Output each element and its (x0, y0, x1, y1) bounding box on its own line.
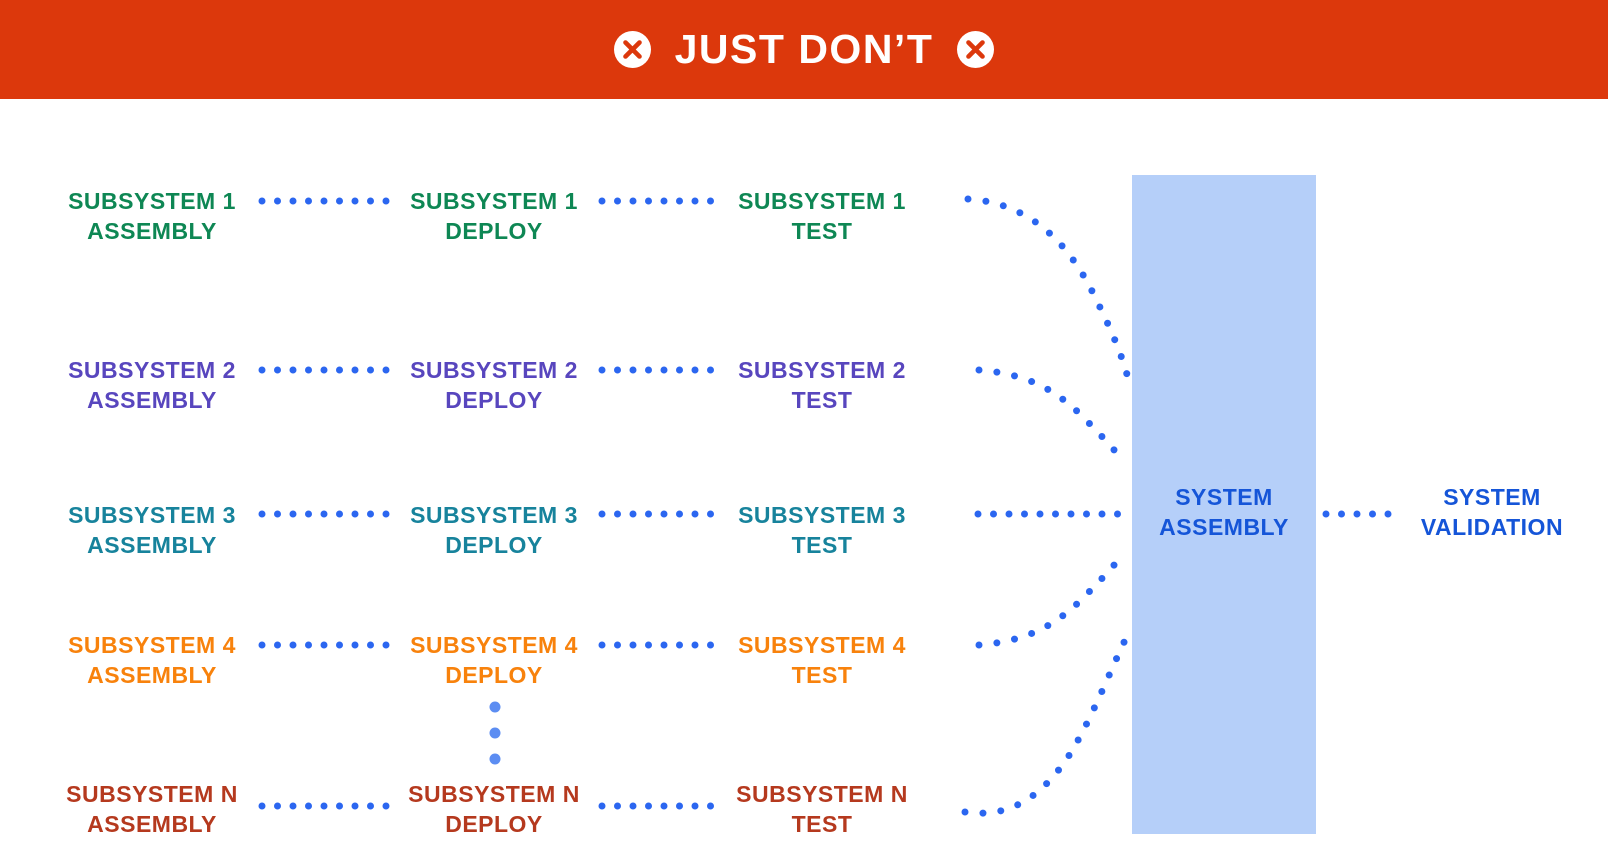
stage-row-name: SUBSYSTEM 1 (738, 188, 906, 214)
stage-row-name: SUBSYSTEM 4 (68, 632, 236, 658)
stage-subsystem2-test: SUBSYSTEM 2 TEST (672, 355, 972, 415)
stage-subsystem1-deploy: SUBSYSTEM 1 DEPLOY (344, 186, 644, 246)
stage-step-name: DEPLOY (445, 218, 543, 244)
stage-row-name: SUBSYSTEM 3 (68, 502, 236, 528)
stage-step-name: TEST (791, 811, 853, 837)
system-assembly-box (1132, 175, 1316, 834)
stage-row-name: SUBSYSTEM N (408, 781, 580, 807)
stage-subsystem2-assembly: SUBSYSTEM 2 ASSEMBLY (2, 355, 302, 415)
stage-subsystem2-deploy: SUBSYSTEM 2 DEPLOY (344, 355, 644, 415)
stage-subsystem4-deploy: SUBSYSTEM 4 DEPLOY (344, 630, 644, 690)
dotted-curve-rowN-to-assembly (961, 634, 1130, 817)
stage-row-name: SUBSYSTEM N (736, 781, 908, 807)
stage-step-name: DEPLOY (445, 532, 543, 558)
stage-subsystem3-test: SUBSYSTEM 3 TEST (672, 500, 972, 560)
stage-step-name: DEPLOY (445, 811, 543, 837)
stage-subsystem4-test: SUBSYSTEM 4 TEST (672, 630, 972, 690)
stage-row-name: SUBSYSTEM N (66, 781, 238, 807)
stage-step-name: TEST (791, 218, 853, 244)
stage-row-name: SUBSYSTEM 4 (410, 632, 578, 658)
stage-step-name: TEST (791, 532, 853, 558)
stage-step-name: DEPLOY (445, 662, 543, 688)
stage-row-name: SUBSYSTEM 3 (738, 502, 906, 528)
system-validation-line1: SYSTEM (1443, 484, 1541, 510)
stage-step-name: TEST (791, 387, 853, 413)
stage-step-name: ASSEMBLY (87, 218, 217, 244)
dotted-curve-row1-to-assembly (964, 195, 1133, 386)
stage-step-name: ASSEMBLY (87, 811, 217, 837)
stage-step-name: ASSEMBLY (87, 662, 217, 688)
stage-subsystem3-deploy: SUBSYSTEM 3 DEPLOY (344, 500, 644, 560)
stage-row-name: SUBSYSTEM 2 (738, 357, 906, 383)
banner: JUST DON’T (0, 0, 1608, 99)
system-validation-label: SYSTEM VALIDATION (1362, 482, 1608, 542)
cross-circle-icon (957, 31, 995, 68)
stage-row-name: SUBSYSTEM 2 (410, 357, 578, 383)
vertical-ellipsis-dots (489, 701, 501, 765)
stage-row-name: SUBSYSTEM 1 (68, 188, 236, 214)
stage-row-name: SUBSYSTEM 2 (68, 357, 236, 383)
stage-subsystemN-deploy: SUBSYSTEM N DEPLOY (344, 779, 644, 839)
system-assembly-label: SYSTEM ASSEMBLY (1094, 482, 1354, 542)
dotted-curve-row2-to-assembly (975, 366, 1128, 466)
stage-step-name: DEPLOY (445, 387, 543, 413)
system-assembly-line2: ASSEMBLY (1159, 514, 1289, 540)
stage-step-name: ASSEMBLY (87, 387, 217, 413)
stage-subsystem3-assembly: SUBSYSTEM 3 ASSEMBLY (2, 500, 302, 560)
dotted-curve-row4-to-assembly (975, 549, 1128, 649)
stage-row-name: SUBSYSTEM 1 (410, 188, 578, 214)
stage-row-name: SUBSYSTEM 4 (738, 632, 906, 658)
system-assembly-line1: SYSTEM (1175, 484, 1273, 510)
system-validation-line2: VALIDATION (1420, 514, 1564, 540)
banner-title: JUST DON’T (674, 26, 934, 72)
stage-subsystem1-assembly: SUBSYSTEM 1 ASSEMBLY (2, 186, 302, 246)
stage-subsystem1-test: SUBSYSTEM 1 TEST (672, 186, 972, 246)
stage-row-name: SUBSYSTEM 3 (410, 502, 578, 528)
stage-subsystemN-test: SUBSYSTEM N TEST (672, 779, 972, 839)
stage-step-name: TEST (791, 662, 853, 688)
cross-circle-icon (613, 31, 651, 68)
stage-step-name: ASSEMBLY (87, 532, 217, 558)
stage-subsystem4-assembly: SUBSYSTEM 4 ASSEMBLY (2, 630, 302, 690)
stage-subsystemN-assembly: SUBSYSTEM N ASSEMBLY (2, 779, 302, 839)
